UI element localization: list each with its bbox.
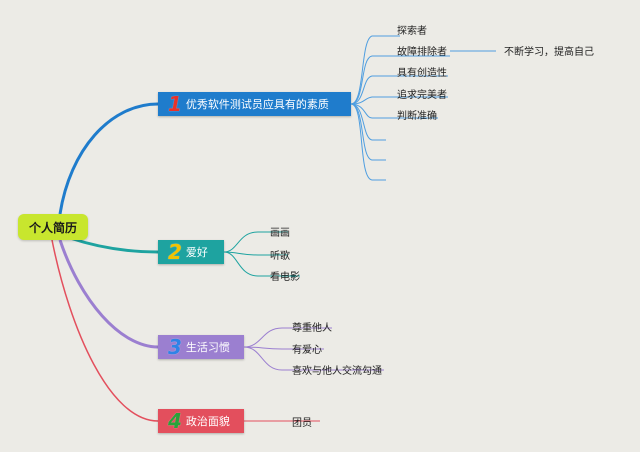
root-label: 个人简历 bbox=[28, 220, 77, 235]
leaf-node[interactable]: 团员 bbox=[292, 417, 312, 429]
branch-number-4: 4 bbox=[168, 409, 182, 433]
branch-2-leaf-connectors bbox=[223, 231, 300, 277]
leaf-node[interactable]: 判断准确 bbox=[397, 110, 437, 122]
branch-node-4[interactable]: 4 政治面貌 bbox=[158, 409, 244, 433]
leaf-node[interactable]: 追求完美者 bbox=[397, 89, 447, 101]
connector-root-branch-1 bbox=[58, 102, 159, 215]
leaf-node[interactable]: 探索者 bbox=[397, 25, 427, 37]
branch-number-3: 3 bbox=[168, 335, 182, 359]
branch-number-2: 2 bbox=[168, 240, 182, 264]
branch-label-1: 优秀软件测试员应具有的素质 bbox=[185, 98, 329, 111]
branch-node-1[interactable]: 1 优秀软件测试员应具有的素质 bbox=[158, 92, 351, 116]
connector-root-branch-3 bbox=[58, 239, 159, 349]
branch-3-leaf-connectors bbox=[243, 327, 384, 371]
leaf-node[interactable]: 画画 bbox=[270, 227, 290, 239]
branch-label-4: 政治面貌 bbox=[185, 415, 230, 428]
leaf-node[interactable]: 尊重他人 bbox=[292, 322, 332, 334]
branch-1-leaf-connectors bbox=[350, 35, 496, 181]
leaf-node[interactable]: 具有创造性 bbox=[397, 67, 447, 79]
root-node[interactable]: 个人简历 bbox=[18, 214, 88, 240]
sub-leaf-node[interactable]: 不断学习，提高自己 bbox=[504, 46, 594, 58]
leaf-node[interactable]: 喜欢与他人交流勾通 bbox=[292, 365, 382, 377]
branch-number-1: 1 bbox=[168, 92, 182, 116]
branch-label-2: 爱好 bbox=[185, 246, 208, 259]
branch-label-3: 生活习惯 bbox=[185, 341, 230, 354]
branch-node-3[interactable]: 3 生活习惯 bbox=[158, 335, 244, 359]
leaf-node[interactable]: 看电影 bbox=[270, 271, 300, 283]
leaf-node[interactable]: 有爱心 bbox=[292, 344, 322, 356]
leaf-node[interactable]: 听歌 bbox=[270, 250, 290, 262]
connector-root-branch-2 bbox=[69, 236, 159, 254]
connector-root-branch-4 bbox=[51, 239, 159, 422]
branch-node-2[interactable]: 2 爱好 bbox=[158, 240, 224, 264]
leaf-node[interactable]: 故障排除者 bbox=[397, 46, 447, 58]
